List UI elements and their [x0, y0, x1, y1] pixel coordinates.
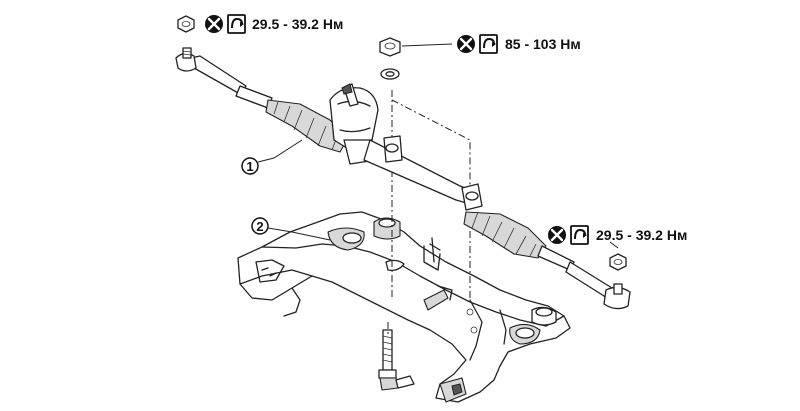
left-tie-rod-nut — [177, 15, 195, 33]
torque-wrench-icon — [227, 14, 246, 34]
torque-spec-center-mount: 85 - 103 Нм — [401, 34, 581, 54]
no-reuse-icon — [457, 35, 475, 53]
center-mount-nut — [379, 37, 401, 57]
torque-wrench-icon — [479, 34, 498, 54]
right-tie-rod-nut — [609, 253, 627, 271]
callout-2: 2 — [251, 217, 331, 241]
front-suspension-member — [237, 211, 571, 403]
torque-wrench-icon — [570, 225, 589, 245]
callout-label: 1 — [246, 159, 253, 174]
subframe-bolt — [378, 329, 415, 391]
callout-1: 1 — [241, 139, 303, 175]
alignment-lines — [387, 90, 471, 336]
torque-spec-right-tie-rod: 29.5 - 39.2 Нм — [548, 225, 687, 245]
torque-value: 29.5 - 39.2 Нм — [596, 227, 687, 243]
no-reuse-icon — [205, 15, 223, 33]
callout-label: 2 — [256, 219, 263, 234]
no-reuse-icon — [548, 226, 566, 244]
leader-spec-3 — [609, 241, 619, 249]
torque-spec-left-tie-rod: 29.5 - 39.2 Нм — [205, 14, 343, 34]
center-mount-washer — [380, 68, 400, 80]
steering-gear-assembly — [175, 47, 631, 310]
torque-value: 29.5 - 39.2 Нм — [252, 16, 343, 32]
torque-value: 85 - 103 Нм — [505, 36, 581, 52]
